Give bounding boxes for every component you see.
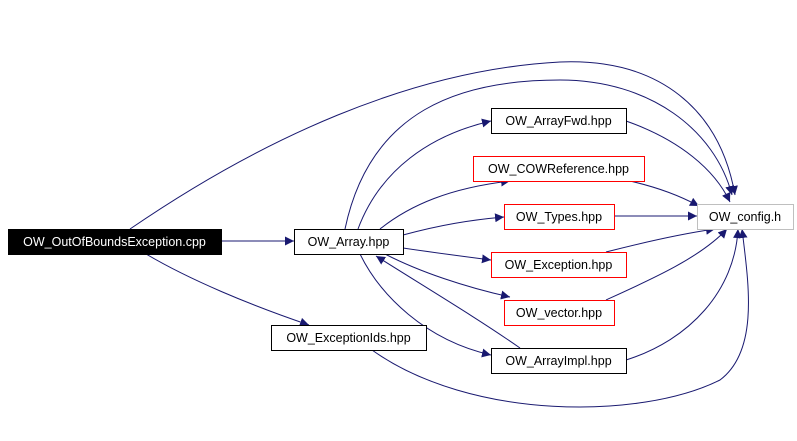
edge-root-to-exids	[145, 253, 310, 327]
node-box	[491, 108, 627, 134]
node-label: OW_vector.hpp	[516, 306, 602, 320]
edge-root-to-config	[129, 61, 738, 230]
node-config[interactable]: OW_config.h	[697, 204, 794, 230]
edge-arrayfwd-to-config	[625, 120, 731, 203]
edge-array-to-exception	[402, 247, 492, 264]
edge-array-to-arrayimpl	[359, 253, 492, 358]
edge-array-to-config	[344, 79, 735, 230]
node-arrayimpl[interactable]: OW_ArrayImpl.hpp	[491, 348, 627, 374]
node-box	[473, 156, 645, 182]
node-box	[697, 204, 794, 230]
node-box	[8, 229, 222, 255]
edge-arrayimpl-to-config	[625, 228, 743, 361]
node-label: OW_Exception.hpp	[505, 258, 613, 272]
node-box	[271, 325, 427, 351]
node-exids[interactable]: OW_ExceptionIds.hpp	[271, 325, 427, 351]
edge-cowref-to-config	[629, 180, 700, 207]
node-array[interactable]: OW_Array.hpp	[294, 229, 404, 255]
node-types[interactable]: OW_Types.hpp	[504, 204, 615, 230]
node-label: OW_Types.hpp	[516, 210, 602, 224]
node-box	[504, 300, 615, 326]
node-label: OW_Array.hpp	[308, 235, 390, 249]
node-label: OW_OutOfBoundsException.cpp	[23, 235, 206, 249]
node-vector[interactable]: OW_vector.hpp	[504, 300, 615, 326]
node-label: OW_ArrayFwd.hpp	[505, 114, 611, 128]
edge-exids-to-config	[371, 228, 749, 408]
edge-exception-to-config	[605, 225, 716, 253]
node-label: OW_config.h	[709, 210, 781, 224]
edge-array-to-cowref	[379, 177, 511, 230]
node-label: OW_COWReference.hpp	[488, 162, 629, 176]
node-box	[504, 204, 615, 230]
edges	[129, 61, 749, 408]
node-arrayfwd[interactable]: OW_ArrayFwd.hpp	[491, 108, 627, 134]
node-label: OW_ArrayImpl.hpp	[505, 354, 611, 368]
edge-array-to-vector	[384, 253, 511, 300]
node-box	[491, 252, 627, 278]
node-cowref[interactable]: OW_COWReference.hpp	[473, 156, 645, 182]
edge-arrayimpl-to-array	[375, 255, 521, 349]
node-exception[interactable]: OW_Exception.hpp	[491, 252, 627, 278]
edge-array-to-types	[402, 213, 505, 236]
node-box	[491, 348, 627, 374]
node-box	[294, 229, 404, 255]
node-label: OW_ExceptionIds.hpp	[286, 331, 410, 345]
node-root[interactable]: OW_OutOfBoundsException.cpp	[8, 229, 222, 255]
edge-vector-to-config	[605, 228, 728, 301]
edge-array-to-arrayfwd	[357, 118, 492, 230]
